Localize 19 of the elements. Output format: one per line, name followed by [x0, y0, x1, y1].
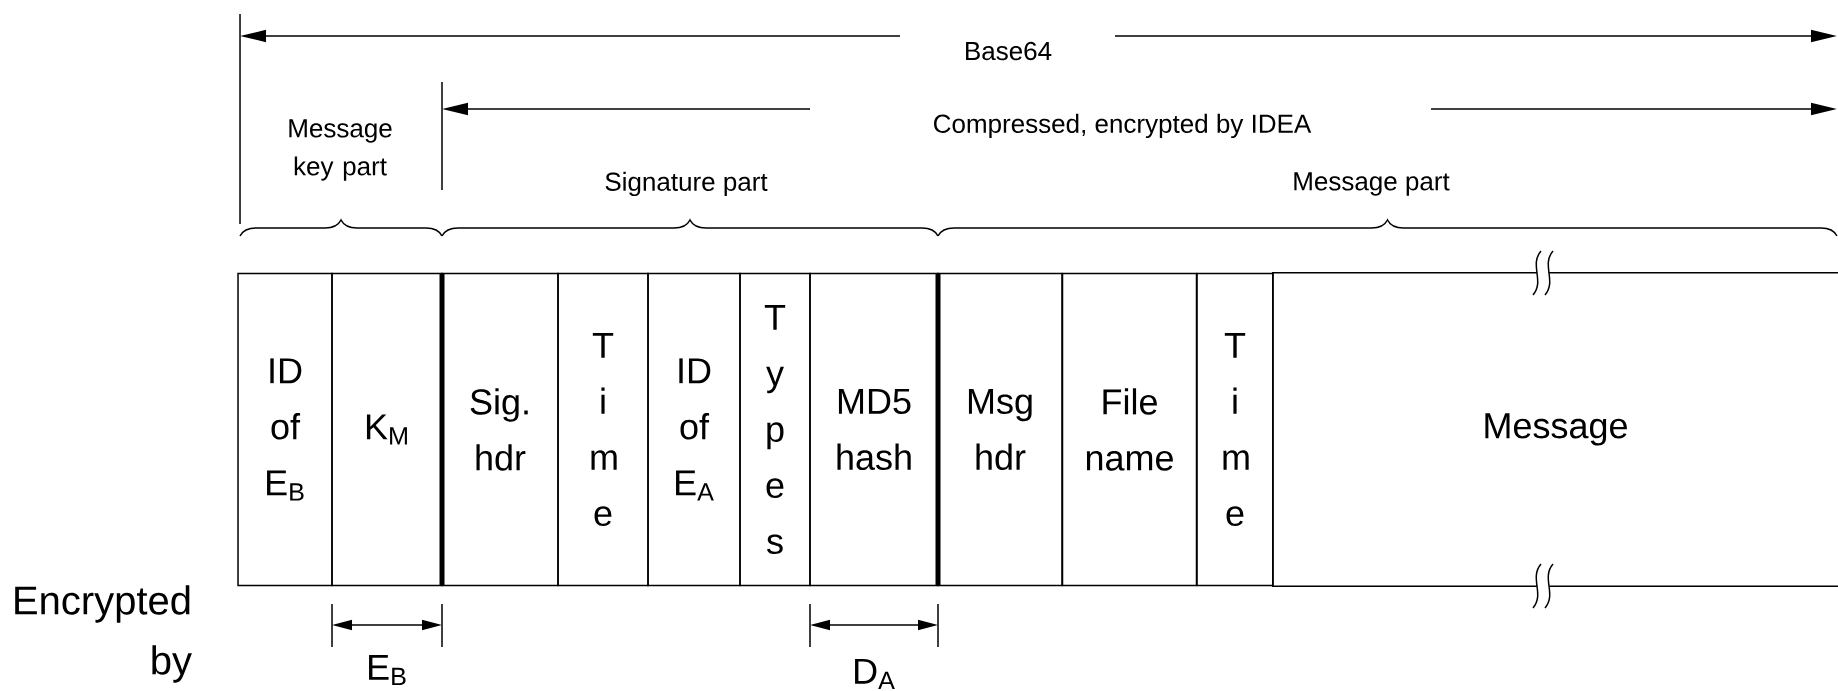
dimension-label: E$_{B}$	[369, 654, 406, 686]
field-cell: Msg hdr	[937, 272, 1063, 587]
section-label: Signature part	[605, 171, 768, 197]
dimension-label: Compressed, encrypted by IDEA	[934, 113, 1312, 139]
section-label: Message part	[1294, 172, 1450, 196]
field-cell: ID of E$_{A}$	[647, 272, 741, 587]
dimension-label: Base64	[966, 41, 1052, 61]
field-cell: ID of E$_{B}$	[237, 272, 333, 587]
field-cell: K$_{M}$	[331, 272, 443, 587]
dimension-label: D$_{A}$	[855, 658, 895, 690]
field-cell: T i m e	[1196, 272, 1274, 587]
field-cell: T i m e	[557, 272, 649, 587]
row-label: Encrypted by	[15, 585, 192, 683]
field-cell: MD5 hash	[809, 272, 939, 587]
field-cell: T y p e s	[739, 272, 811, 587]
field-cell: Message	[1272, 272, 1838, 587]
section-label: Message key part	[289, 119, 392, 181]
field-cell: File name	[1061, 272, 1198, 587]
field-cell: Sig. hdr	[441, 272, 559, 587]
